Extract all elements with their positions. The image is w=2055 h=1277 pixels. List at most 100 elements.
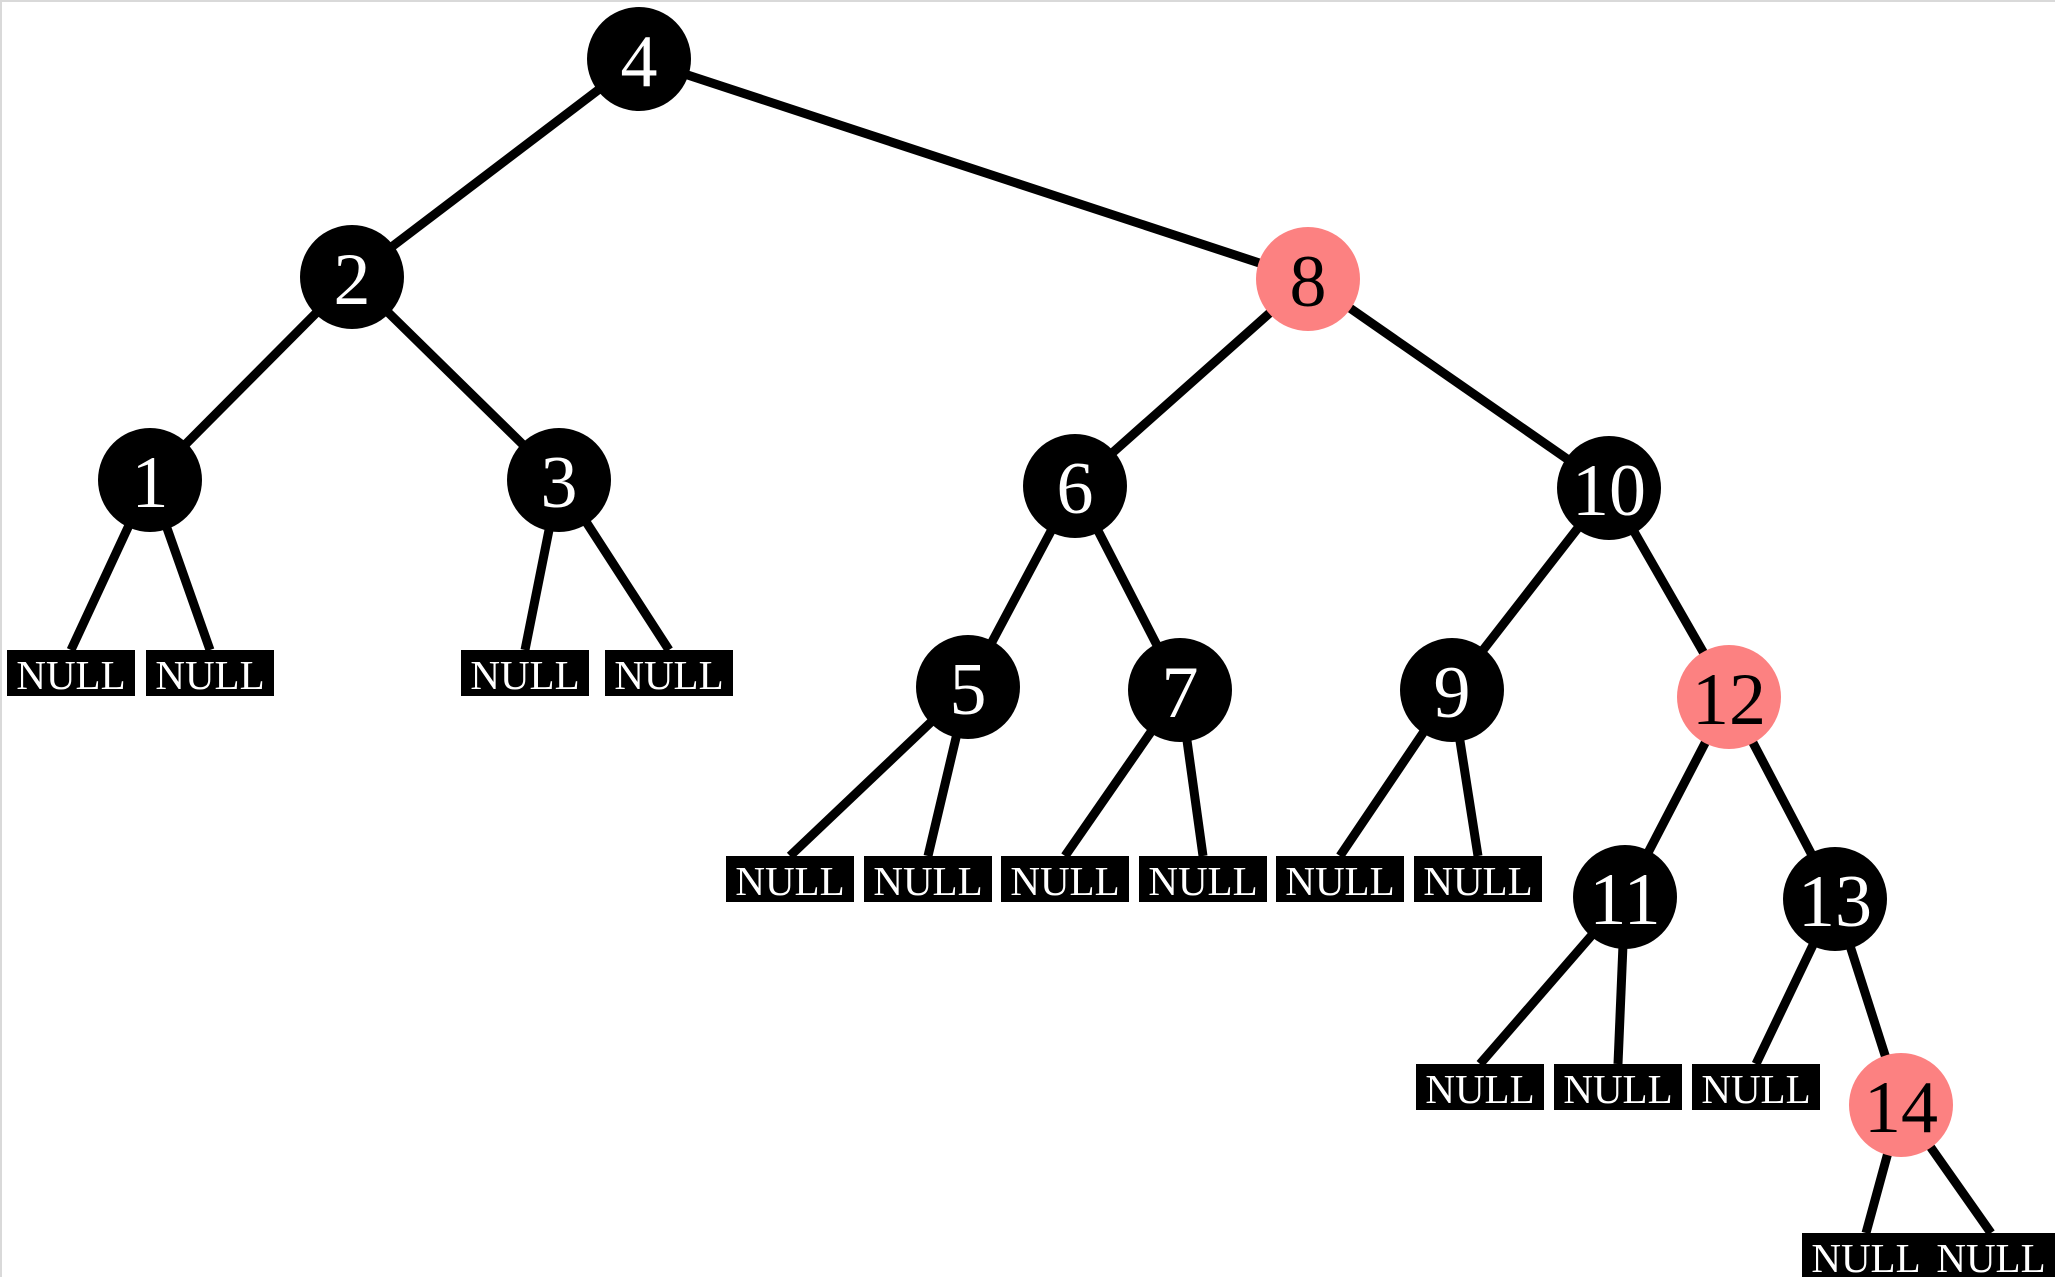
edges-layer xyxy=(66,69,1995,1236)
null-leaf-label: NULL xyxy=(16,652,125,698)
tree-edge xyxy=(1092,524,1163,652)
tree-edge xyxy=(1181,734,1208,857)
black-node-circle[interactable] xyxy=(587,7,691,111)
tree-edge xyxy=(1343,301,1574,466)
null-leaf: NULL xyxy=(461,650,589,698)
null-leaf-label: NULL xyxy=(735,858,844,904)
black-node-circle[interactable] xyxy=(1023,434,1127,538)
tree-node-4[interactable]: 4 xyxy=(587,7,691,111)
tree-node-label: 9 xyxy=(1434,652,1471,734)
black-node-circle[interactable] xyxy=(1573,845,1677,949)
null-leaf-label: NULL xyxy=(1563,1066,1672,1112)
null-leaf-label: NULL xyxy=(1285,858,1394,904)
null-leaf-box xyxy=(605,650,733,696)
null-leaf: NULL xyxy=(864,856,992,904)
tree-node-label: 1 xyxy=(132,442,169,524)
black-node-circle[interactable] xyxy=(1783,847,1887,951)
tree-node-5[interactable]: 5 xyxy=(916,635,1020,739)
black-node-circle[interactable] xyxy=(300,225,404,329)
null-leaf-box xyxy=(1416,1064,1544,1110)
tree-edge xyxy=(1844,941,1892,1063)
tree-edge xyxy=(1476,521,1585,657)
tree-edge xyxy=(520,524,555,651)
null-leaf-box xyxy=(1802,1233,1930,1277)
tree-edge xyxy=(1454,734,1483,857)
null-leaf-label: NULL xyxy=(873,858,982,904)
null-leaf-box xyxy=(864,856,992,902)
red-node-circle[interactable] xyxy=(1256,227,1360,331)
null-leaf-label: NULL xyxy=(1425,1066,1534,1112)
black-node-circle[interactable] xyxy=(916,635,1020,739)
null-leaves-layer: NULL NULL NULL NULL NULL NULL NULL NULL NULL NULL… xyxy=(7,650,2055,1277)
null-leaf-label: NULL xyxy=(1010,858,1119,904)
tree-node-9[interactable]: 9 xyxy=(1400,638,1504,742)
null-leaf-label: NULL xyxy=(1811,1235,1920,1277)
tree-node-label: 5 xyxy=(950,649,987,731)
null-leaf-box xyxy=(1139,856,1267,902)
null-leaf-label: NULL xyxy=(614,652,723,698)
tree-edge xyxy=(66,519,135,652)
tree-edge xyxy=(1861,1148,1894,1235)
black-node-circle[interactable] xyxy=(507,428,611,532)
tree-node-12[interactable]: 12 xyxy=(1677,645,1781,749)
tree-edge xyxy=(1106,306,1277,459)
red-node-circle[interactable] xyxy=(1849,1053,1953,1157)
tree-node-10[interactable]: 10 xyxy=(1557,436,1661,540)
tree-edge xyxy=(1751,938,1820,1066)
tree-node-8[interactable]: 8 xyxy=(1256,227,1360,331)
tree-edge xyxy=(985,524,1058,649)
null-leaf-box xyxy=(1001,856,1129,902)
tree-node-label: 8 xyxy=(1290,241,1327,323)
tree-edge xyxy=(1923,1140,1995,1236)
null-leaf-box xyxy=(7,650,135,696)
tree-node-14[interactable]: 14 xyxy=(1849,1053,1953,1157)
tree-edge xyxy=(580,516,673,653)
null-leaf-box xyxy=(146,650,274,696)
tree-node-7[interactable]: 7 xyxy=(1128,638,1232,742)
null-leaf-box xyxy=(461,650,589,696)
tree-node-11[interactable]: 11 xyxy=(1573,845,1677,949)
tree-node-2[interactable]: 2 xyxy=(300,225,404,329)
tree-edge xyxy=(381,305,530,452)
black-node-circle[interactable] xyxy=(1400,638,1504,742)
null-leaf-box xyxy=(1692,1064,1820,1110)
null-leaf: NULL xyxy=(1692,1064,1820,1112)
null-leaf-label: NULL xyxy=(1423,858,1532,904)
tree-node-label: 11 xyxy=(1589,859,1660,941)
tree-node-label: 10 xyxy=(1572,450,1646,532)
tree-node-label: 13 xyxy=(1798,861,1872,943)
null-leaf: NULL xyxy=(1554,1064,1682,1112)
null-leaf-box xyxy=(1554,1064,1682,1110)
tree-node-3[interactable]: 3 xyxy=(507,428,611,532)
tree-node-1[interactable]: 1 xyxy=(98,428,202,532)
tree-edge xyxy=(1642,735,1712,859)
black-node-circle[interactable] xyxy=(98,428,202,532)
tree-edge xyxy=(179,306,323,451)
null-leaf-label: NULL xyxy=(470,652,579,698)
tree-node-13[interactable]: 13 xyxy=(1783,847,1887,951)
null-leaf-box xyxy=(1927,1233,2055,1277)
tree-edge xyxy=(1746,735,1818,861)
black-node-circle[interactable] xyxy=(1128,638,1232,742)
tree-node-label: 12 xyxy=(1692,659,1766,741)
null-leaf: NULL xyxy=(7,650,135,698)
red-node-circle[interactable] xyxy=(1677,645,1781,749)
tree-node-label: 3 xyxy=(541,442,578,524)
null-leaf: NULL xyxy=(1802,1233,1930,1277)
null-leaf: NULL xyxy=(1139,856,1267,904)
tree-node-6[interactable]: 6 xyxy=(1023,434,1127,538)
null-leaf: NULL xyxy=(146,650,274,698)
tree-node-label: 4 xyxy=(621,21,658,103)
null-leaf-box xyxy=(726,856,854,902)
null-leaf-label: NULL xyxy=(1936,1235,2045,1277)
tree-edge xyxy=(1336,725,1431,859)
null-leaf: NULL xyxy=(1001,856,1129,904)
tree-node-label: 14 xyxy=(1864,1067,1938,1149)
black-node-circle[interactable] xyxy=(1557,436,1661,540)
null-leaf: NULL xyxy=(605,650,733,698)
null-leaf: NULL xyxy=(726,856,854,904)
tree-edge xyxy=(786,715,938,860)
tree-edge xyxy=(681,69,1266,269)
